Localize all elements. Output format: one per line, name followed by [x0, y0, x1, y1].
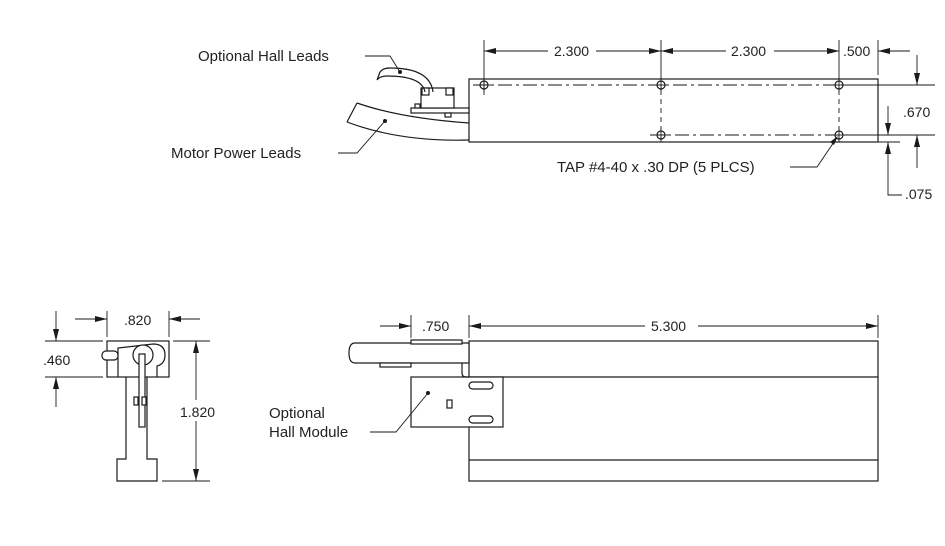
- dim-spacing-1: 2.300: [554, 43, 589, 59]
- end-view: .820 .460 1.820: [43, 311, 215, 482]
- dim-end-offset: .500: [843, 43, 870, 59]
- tap-hole: [654, 128, 668, 142]
- tap-hole: [832, 128, 846, 142]
- mount-slot: [468, 415, 494, 424]
- dim-overhang: .750: [422, 318, 449, 334]
- dim-edge-offset: .075: [905, 186, 932, 202]
- mount-slot: [468, 381, 494, 390]
- tap-note-label: TAP #4-40 x .30 DP (5 PLCS): [557, 159, 755, 176]
- side-view: .750 5.300 Optional Hall Module: [269, 315, 879, 482]
- hall-module-label-line1: Optional: [269, 405, 325, 422]
- dim-spacing-2: 2.300: [731, 43, 766, 59]
- dim-top-section: .460: [43, 352, 70, 368]
- hall-sensor: [446, 399, 453, 409]
- end-rod: [138, 353, 146, 428]
- dim-width: .820: [124, 312, 151, 328]
- top-view: Optional Hall Leads Motor Power Leads TA…: [171, 40, 935, 202]
- hall-leads-leader: [365, 55, 401, 73]
- tap-hole: [832, 78, 846, 92]
- lead-stub-side: [348, 342, 470, 364]
- hall-leads-cable: [376, 67, 434, 93]
- power-leads-leader: [338, 120, 386, 154]
- hall-leads-label: Optional Hall Leads: [198, 48, 329, 65]
- end-inner: [117, 343, 166, 377]
- dim-height: 1.820: [180, 404, 215, 420]
- motor-power-cable: [346, 102, 470, 141]
- motor-body-top: [468, 78, 879, 143]
- hall-connector: [410, 87, 470, 118]
- dim-row-spacing: .670: [903, 104, 930, 120]
- end-lead-stub: [101, 350, 119, 361]
- hall-module-leader: [370, 392, 429, 433]
- end-stem: [116, 377, 158, 482]
- hall-module-label-line2: Hall Module: [269, 424, 348, 441]
- tap-hole: [654, 78, 668, 92]
- dim-length: 5.300: [651, 318, 686, 334]
- power-leads-label: Motor Power Leads: [171, 145, 301, 162]
- tap-note-leader: [790, 138, 837, 168]
